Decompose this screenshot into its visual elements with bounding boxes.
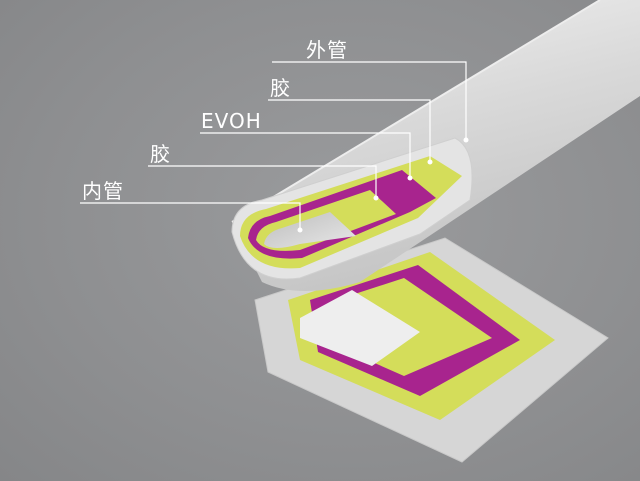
- label-adhesive-inner: 胶: [150, 142, 171, 166]
- tube-top-edge: [231, 0, 601, 223]
- leader-line-evoh: [200, 132, 411, 176]
- sheet-inner-tube: [300, 290, 420, 366]
- leader-dot-adhesive-outer: [427, 159, 433, 165]
- leader-dot-evoh: [407, 175, 413, 181]
- label-evoh: EVOH: [201, 109, 262, 133]
- label-outer-tube: 外管: [306, 38, 348, 62]
- leader-line-inner-tube: [80, 202, 301, 228]
- label-inner-tube: 内管: [82, 179, 124, 203]
- leader-line-outer-tube: [272, 61, 467, 138]
- leader-line-adhesive-outer: [268, 99, 431, 160]
- leader-dot-inner-tube: [297, 227, 303, 233]
- leader-dot-outer-tube: [463, 137, 469, 143]
- cut-inner-tube: [264, 212, 356, 248]
- label-adhesive-outer: 胶: [270, 76, 291, 100]
- leader-line-adhesive-inner: [148, 165, 377, 196]
- leader-dot-adhesive-inner: [373, 195, 379, 201]
